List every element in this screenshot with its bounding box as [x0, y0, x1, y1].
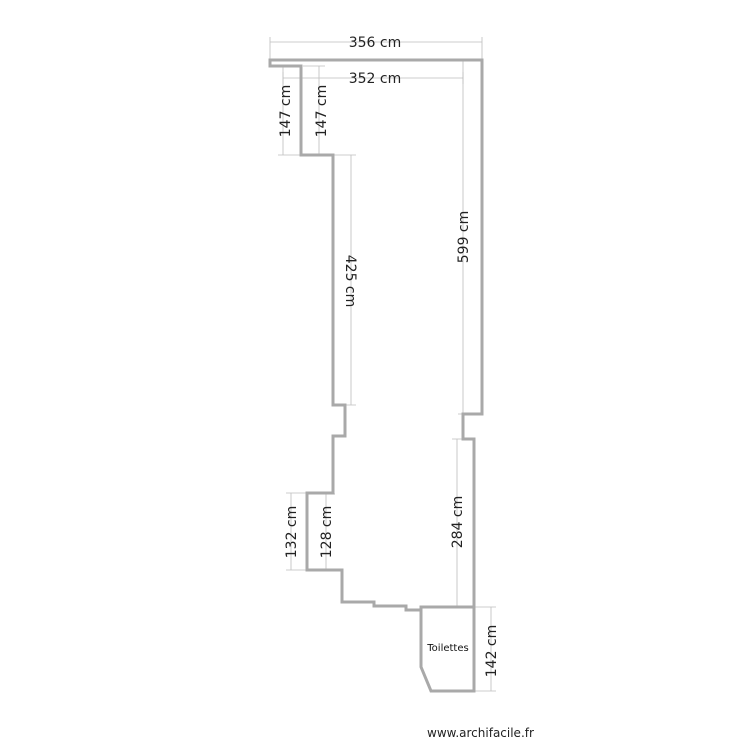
dim-left-stub-inner: 147 cm	[314, 85, 330, 138]
dim-toilet-right: 142 cm	[484, 625, 500, 678]
dimension-labels: 356 cm 352 cm 147 cm 147 cm 425 cm 599 c…	[278, 35, 500, 677]
dim-left-long-wall: 425 cm	[342, 255, 358, 308]
dim-left-lower-outer: 132 cm	[284, 506, 300, 559]
main-room-outline	[268, 58, 484, 612]
walls	[268, 58, 484, 693]
dim-left-lower-inner: 128 cm	[319, 506, 335, 559]
dim-right-lower-wall: 284 cm	[450, 496, 466, 549]
watermark: www.archifacile.fr	[427, 726, 534, 740]
dim-top-outer: 356 cm	[349, 35, 402, 51]
toilet-room-outline	[419, 605, 476, 693]
dim-left-stub-outer: 147 cm	[278, 85, 294, 138]
dimension-lines	[269, 37, 496, 692]
dim-right-long-wall: 599 cm	[456, 211, 472, 264]
room-label-toilet: Toilettes	[426, 643, 468, 654]
dim-top-inner: 352 cm	[349, 71, 402, 87]
